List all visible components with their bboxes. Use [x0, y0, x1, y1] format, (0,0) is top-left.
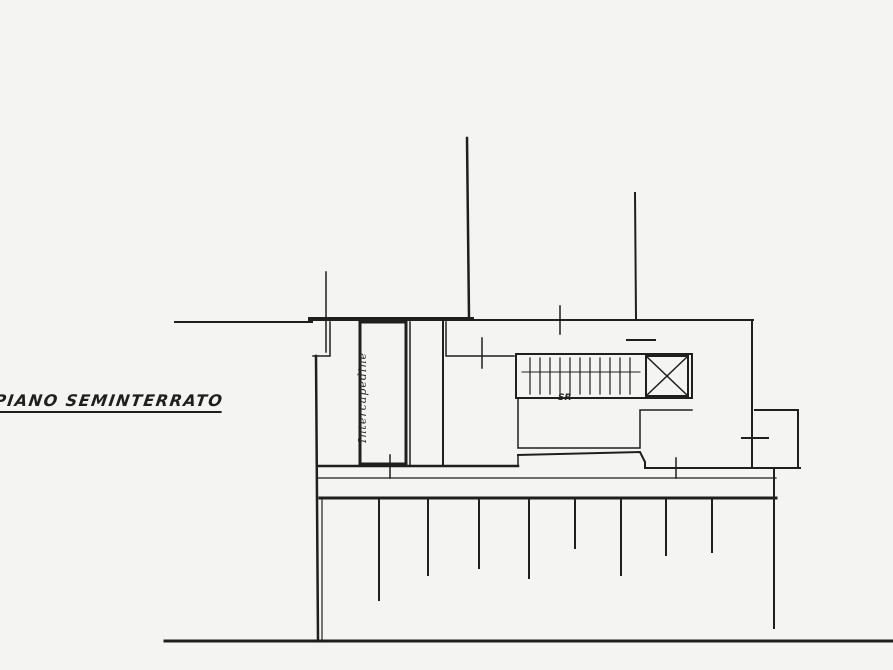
inner-room-wall — [445, 321, 515, 357]
intercapedine-box — [358, 320, 408, 466]
stair-treads — [529, 357, 631, 395]
elevator-cross-2 — [644, 354, 690, 398]
stair-block — [515, 353, 693, 399]
left-wall — [314, 354, 320, 643]
left-outline — [312, 321, 331, 357]
parking-dividers — [378, 499, 713, 601]
elevator-shaft — [645, 355, 689, 397]
stair-landing — [517, 397, 693, 449]
intercapedine-note: Intercapedine — [356, 351, 369, 444]
reference-line-1 — [465, 136, 471, 320]
stair-label: SR — [558, 393, 572, 403]
stair-core-outline — [516, 450, 801, 469]
floor-label: PIANO SEMINTERRATO — [0, 391, 225, 413]
reference-line-2 — [633, 191, 638, 320]
right-annex — [754, 409, 799, 469]
